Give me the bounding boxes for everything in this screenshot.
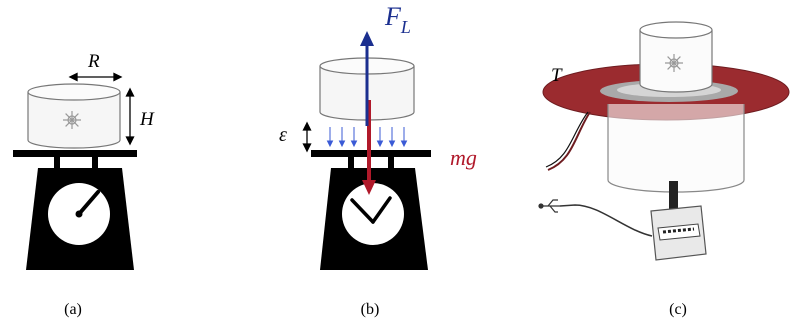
caption-b: (b) <box>361 301 380 318</box>
usb-plug-icon <box>538 199 560 213</box>
airflow-arrows <box>326 127 408 148</box>
temperature-label: T <box>551 65 563 86</box>
sensor-probe <box>669 181 678 215</box>
caption-c: (c) <box>669 301 687 318</box>
sensor-cable <box>559 204 653 237</box>
dial-needle-b1 <box>350 198 375 224</box>
dial-needle-a <box>77 190 100 216</box>
radius-arrow <box>68 72 123 82</box>
sensor-box <box>650 205 707 261</box>
dial-needle-b2 <box>371 196 392 224</box>
gap-label: ε <box>279 124 287 146</box>
lift-force-label: FL <box>384 2 411 37</box>
glass-container <box>607 104 745 193</box>
panel-b: ε FL mg (b) <box>279 2 477 318</box>
power-cable <box>547 111 591 171</box>
weight-label: mg <box>450 145 477 170</box>
panel-c: T (c) <box>538 21 790 318</box>
snowflake-icon-c <box>665 54 683 72</box>
caption-a: (a) <box>64 301 82 318</box>
lift-arrow <box>360 31 374 126</box>
scale-platform-a <box>13 150 137 157</box>
height-arrow <box>125 87 135 146</box>
cylinder-c <box>639 21 713 93</box>
snowflake-icon <box>63 111 81 129</box>
panel-a: R H (a) <box>13 51 155 318</box>
scale-dial-b <box>342 183 404 245</box>
gap-arrow <box>302 121 312 153</box>
height-label: H <box>139 109 155 130</box>
radius-label: R <box>87 51 100 72</box>
weight-arrow <box>362 100 376 195</box>
